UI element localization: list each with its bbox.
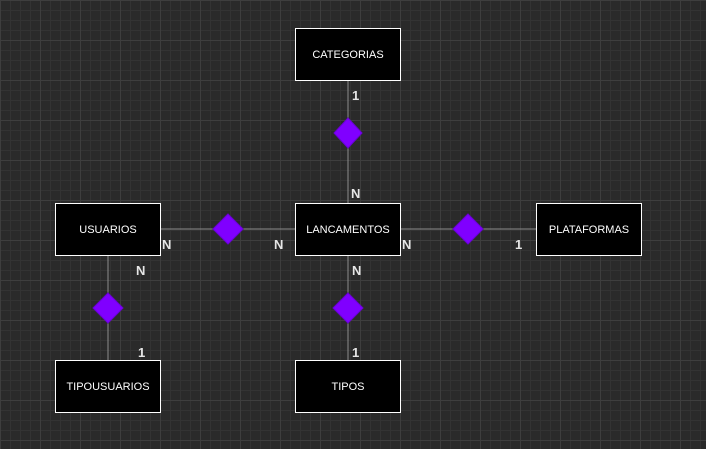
cardinality-tipos-top: 1 [352, 345, 360, 360]
entity-categorias[interactable]: CATEGORIAS [295, 28, 401, 81]
cardinality-lancamentos-right: N [402, 237, 412, 252]
relationship-diamond-tipousuarios[interactable] [92, 292, 124, 324]
entity-plataformas[interactable]: PLATAFORMAS [536, 203, 642, 256]
relationship-diamond-tipos[interactable] [332, 292, 364, 324]
cardinality-tipousuarios-top: 1 [138, 345, 146, 360]
cardinality-lancamentos-top: N [351, 186, 361, 201]
entity-usuarios[interactable]: USUARIOS [55, 203, 161, 256]
entity-tipos[interactable]: TIPOS [295, 360, 401, 413]
entity-tipousuarios[interactable]: TIPOUSUARIOS [55, 360, 161, 413]
cardinality-lancamentos-left: N [274, 237, 284, 252]
relationship-diamond-plataformas[interactable] [452, 213, 484, 245]
relationship-diamond-usuarios[interactable] [212, 213, 244, 245]
cardinality-usuarios-right: N [162, 237, 172, 252]
cardinality-usuarios-bottom: N [136, 263, 146, 278]
entity-lancamentos[interactable]: LANCAMENTOS [295, 203, 401, 256]
cardinality-plataformas-left: 1 [515, 237, 523, 252]
relationship-diamond-categorias[interactable] [333, 117, 363, 149]
cardinality-lancamentos-bottom: N [352, 263, 362, 278]
cardinality-categorias-side: 1 [352, 88, 360, 103]
